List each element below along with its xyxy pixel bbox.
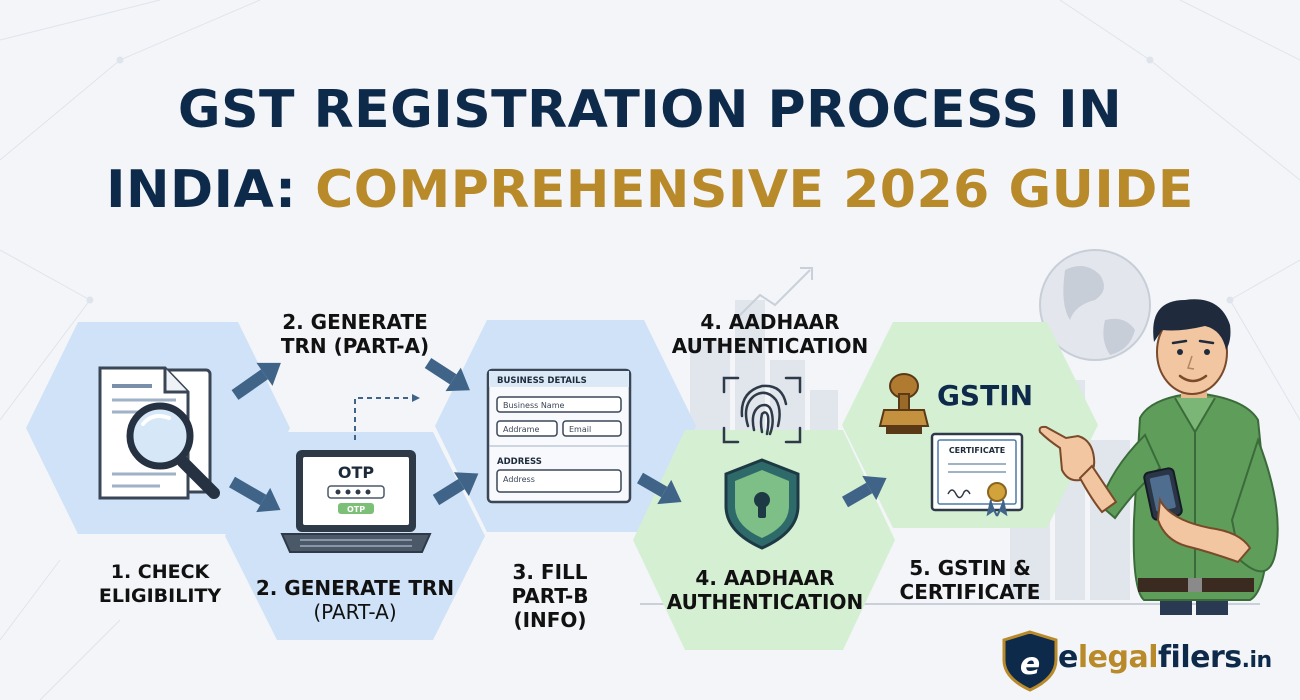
brand-shield-icon: e [1002, 630, 1058, 692]
form-section-address: ADDRESS [497, 457, 542, 467]
brand-filers: filers [1158, 640, 1242, 675]
otp-button: OTP [347, 505, 365, 514]
title-line-1: GST REGISTRATION PROCESS IN [177, 80, 1123, 140]
fingerprint-icon [722, 376, 802, 444]
form-field-email: Email [569, 425, 591, 434]
laptop-otp-icon: OTP OTP [280, 450, 432, 553]
man-illustration [1038, 299, 1279, 615]
step2-bottom-label: 2. GENERATE TRN(PART-A) [255, 576, 455, 624]
business-form-icon: BUSINESS DETAILS Business Name Addrame E… [486, 368, 632, 504]
form-field-address: Address [503, 475, 535, 484]
title-line-2: INDIA: COMPREHENSIVE 2026 GUIDE [0, 150, 1300, 230]
title-line-2-highlight: COMPREHENSIVE 2026 GUIDE [315, 160, 1194, 220]
brand-tld: .in [1241, 648, 1273, 673]
shield-lock-icon [724, 458, 800, 550]
certificate-title: CERTIFICATE [949, 446, 1005, 455]
certificate-icon: CERTIFICATE [930, 432, 1024, 517]
page-title: GST REGISTRATION PROCESS IN INDIA: COMPR… [0, 70, 1300, 230]
rubber-stamp-icon [878, 373, 930, 434]
step5-label: 5. GSTIN &CERTIFICATE [899, 556, 1041, 604]
laptop-otp-label: OTP [338, 463, 375, 482]
brand-legal: legal [1077, 640, 1159, 675]
gstin-heading: GSTIN [937, 379, 1033, 412]
flow-arrows [229, 357, 887, 513]
form-field-business-name: Business Name [503, 401, 565, 410]
trend-chart-icon [734, 267, 813, 321]
form-field-addrame: Addrame [503, 425, 539, 434]
form-section-business: BUSINESS DETAILS [497, 376, 587, 386]
brand-shield-letter: e [1020, 647, 1040, 682]
globe-icon [1039, 249, 1151, 361]
document-search-icon [98, 366, 220, 500]
title-line-2-prefix: INDIA: [106, 160, 316, 220]
brand-logo: elegalfilers.in [1058, 640, 1272, 675]
brand-e: e [1058, 640, 1078, 675]
